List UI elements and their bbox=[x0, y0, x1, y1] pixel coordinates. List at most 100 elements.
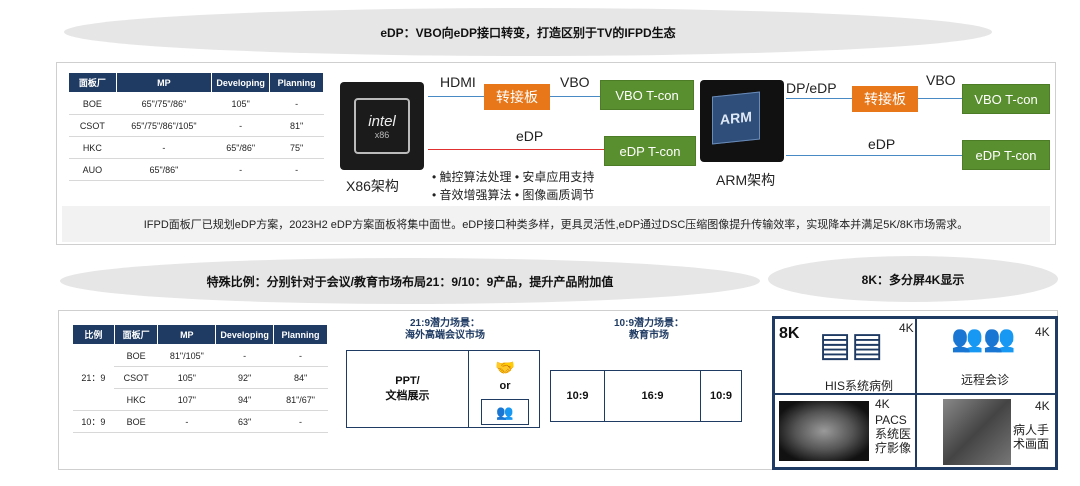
table-cell: 81"/105" bbox=[157, 344, 216, 367]
q3-tag: 4K bbox=[875, 397, 890, 411]
table-cell: 105" bbox=[157, 366, 216, 389]
vbo-line bbox=[550, 96, 600, 97]
ratio-banner: 特殊比例：分别针对于会议/教育市场布局21：9/10：9产品，提升产品附加值 bbox=[60, 258, 760, 304]
table-header-row: 面板厂 MP Developing Planning bbox=[68, 72, 324, 93]
k8-banner-text: 8K：多分屏4K显示 bbox=[861, 272, 965, 287]
dp-edp-line bbox=[786, 98, 852, 99]
adapter-label: 转接板 bbox=[864, 91, 906, 107]
table-row: HKC 107" 94" 81"/67" bbox=[73, 388, 328, 411]
scene10-box: 10:9 16:9 10:9 bbox=[550, 370, 742, 422]
edp-tcon-box-arm: eDP T-con bbox=[962, 140, 1050, 170]
q1-label: HIS系统病例 bbox=[825, 379, 894, 393]
table-cell: BOE bbox=[68, 92, 117, 115]
meeting-people-icon: 👥 bbox=[481, 399, 529, 425]
k8-grid: 8K 4K ▤▤ HIS系统病例 4K 👥👥 远程会诊 4K PACS 系统医 … bbox=[772, 316, 1058, 470]
hdmi-line bbox=[428, 96, 484, 97]
bullet-line: • 音效增强算法 • 图像画质调节 bbox=[432, 188, 595, 202]
arm-brand: ARM bbox=[720, 108, 752, 128]
table-cell: 65"/86" bbox=[211, 136, 270, 159]
intel-chip-icon: intel x86 bbox=[340, 82, 424, 170]
table-cell: - bbox=[273, 410, 328, 433]
edp-tcon-box-x86: eDP T-con bbox=[604, 136, 696, 166]
edp-tcon-label: eDP T-con bbox=[975, 147, 1037, 163]
hdmi-label: HDMI bbox=[440, 74, 476, 90]
scene10-title: 10:9潜力场景： 教育市场 bbox=[584, 318, 714, 342]
table-cell: 65"/86" bbox=[116, 158, 212, 181]
table-cell: - bbox=[116, 136, 212, 159]
edp-line-arm bbox=[786, 155, 962, 156]
table-cell: 84" bbox=[273, 366, 328, 389]
surgery-image bbox=[943, 399, 1011, 465]
header-cell: Developing bbox=[211, 72, 271, 93]
table-cell: 107" bbox=[157, 388, 216, 411]
q1-tag: 4K bbox=[899, 321, 914, 335]
header-cell: Planning bbox=[273, 324, 328, 345]
table-cell: 63" bbox=[215, 410, 274, 433]
table-cell: AUO bbox=[68, 158, 117, 181]
table-cell: HKC bbox=[68, 136, 117, 159]
scene10-title-line2: 教育市场 bbox=[629, 330, 669, 341]
scene21-box: PPT/ 文档展示 🤝 or 👥 bbox=[346, 350, 540, 428]
q4-label-line1: 病人手 bbox=[1013, 423, 1050, 437]
or-label: or bbox=[499, 380, 511, 392]
handshake-icon: 🤝 bbox=[495, 360, 515, 377]
summary-text: IFPD面板厂已规划eDP方案，2023H2 eDP方案面板将集中面世。eDP接… bbox=[143, 219, 969, 231]
intel-brand: intel bbox=[368, 112, 396, 130]
table-cell: 94" bbox=[215, 388, 274, 411]
arm-chip-icon: ARM bbox=[700, 80, 784, 162]
q3-label: PACS 系统医 疗影像 bbox=[875, 413, 911, 455]
header-cell: Planning bbox=[269, 72, 324, 93]
team-meeting-icon: 👥👥 bbox=[951, 323, 1016, 353]
edp-tcon-label: eDP T-con bbox=[619, 143, 681, 159]
table-cell: BOE bbox=[114, 410, 158, 433]
scene21-title-line2: 海外高端会议市场 bbox=[405, 330, 485, 341]
header-cell: 面板厂 bbox=[113, 324, 159, 345]
table-cell: - bbox=[215, 344, 274, 367]
q3-label-line1: PACS bbox=[875, 413, 907, 427]
table-row: 21：9 BOE 81"/105" - - bbox=[72, 344, 328, 411]
k8-banner: 8K：多分屏4K显示 bbox=[768, 256, 1058, 302]
ratio-group-cell: 10：9 bbox=[72, 410, 115, 433]
vbo-tcon-label: VBO T-con bbox=[974, 91, 1038, 107]
edp-label-x86: eDP bbox=[516, 128, 544, 144]
scene21-title: 21:9潜力场景： 海外高端会议市场 bbox=[370, 318, 520, 342]
header-cell: Developing bbox=[215, 324, 275, 345]
ratio-banner-text: 特殊比例：分别针对于会议/教育市场布局21：9/10：9产品，提升产品附加值 bbox=[206, 274, 614, 289]
vbo-line-arm bbox=[918, 98, 962, 99]
table-cell: 81" bbox=[269, 114, 324, 137]
q4-tag: 4K bbox=[1035, 399, 1050, 413]
q2-label: 远程会诊 bbox=[961, 373, 1010, 387]
table-cell: 75" bbox=[269, 136, 324, 159]
table-cell: 92" bbox=[215, 366, 274, 389]
x86-label: X86架构 bbox=[346, 178, 399, 194]
table-cell: BOE bbox=[114, 344, 158, 367]
adapter-label: 转接板 bbox=[496, 89, 538, 105]
ppt-line1: PPT/ bbox=[395, 375, 420, 387]
grid-divider-h bbox=[775, 393, 1055, 395]
k8-big-label: 8K bbox=[779, 325, 800, 342]
arm-label: ARM架构 bbox=[716, 172, 776, 188]
vbo-tcon-box-arm: VBO T-con bbox=[962, 84, 1050, 114]
table-row: AUO 65"/86" - - bbox=[68, 158, 324, 181]
scene21-title-line1: 21:9潜力场景： bbox=[409, 318, 480, 329]
top-banner: eDP：VBO向eDP接口转变，打造区别于TV的IFPD生态 bbox=[64, 8, 992, 56]
scene10-title-line1: 10:9潜力场景： bbox=[613, 318, 684, 329]
top-banner-text: eDP：VBO向eDP接口转变，打造区别于TV的IFPD生态 bbox=[380, 25, 676, 40]
vbo-label-arm: VBO bbox=[926, 72, 956, 88]
table-cell: - bbox=[157, 410, 216, 433]
table-cell: CSOT bbox=[114, 366, 158, 389]
table-cell: 65"/75"/86" bbox=[116, 92, 212, 115]
table-row: BOE 65"/75"/86" 105" - bbox=[68, 92, 324, 115]
table-cell: - bbox=[211, 158, 270, 181]
document-list-icon: ▤▤ bbox=[819, 326, 884, 364]
q4-label-line2: 术画面 bbox=[1013, 437, 1050, 451]
summary-bar: IFPD面板厂已规划eDP方案，2023H2 eDP方案面板将集中面世。eDP接… bbox=[62, 206, 1050, 242]
header-cell: MP bbox=[115, 72, 213, 93]
dp-edp-label: DP/eDP bbox=[786, 80, 837, 96]
panel-table: 面板厂 MP Developing Planning BOE 65"/75"/8… bbox=[68, 72, 324, 181]
table-row: HKC - 65"/86" 75" bbox=[68, 136, 324, 159]
ppt-line2: 文档展示 bbox=[385, 390, 430, 402]
table-cell: - bbox=[269, 92, 324, 115]
q2-tag: 4K bbox=[1035, 325, 1050, 339]
table-cell: 105" bbox=[211, 92, 270, 115]
